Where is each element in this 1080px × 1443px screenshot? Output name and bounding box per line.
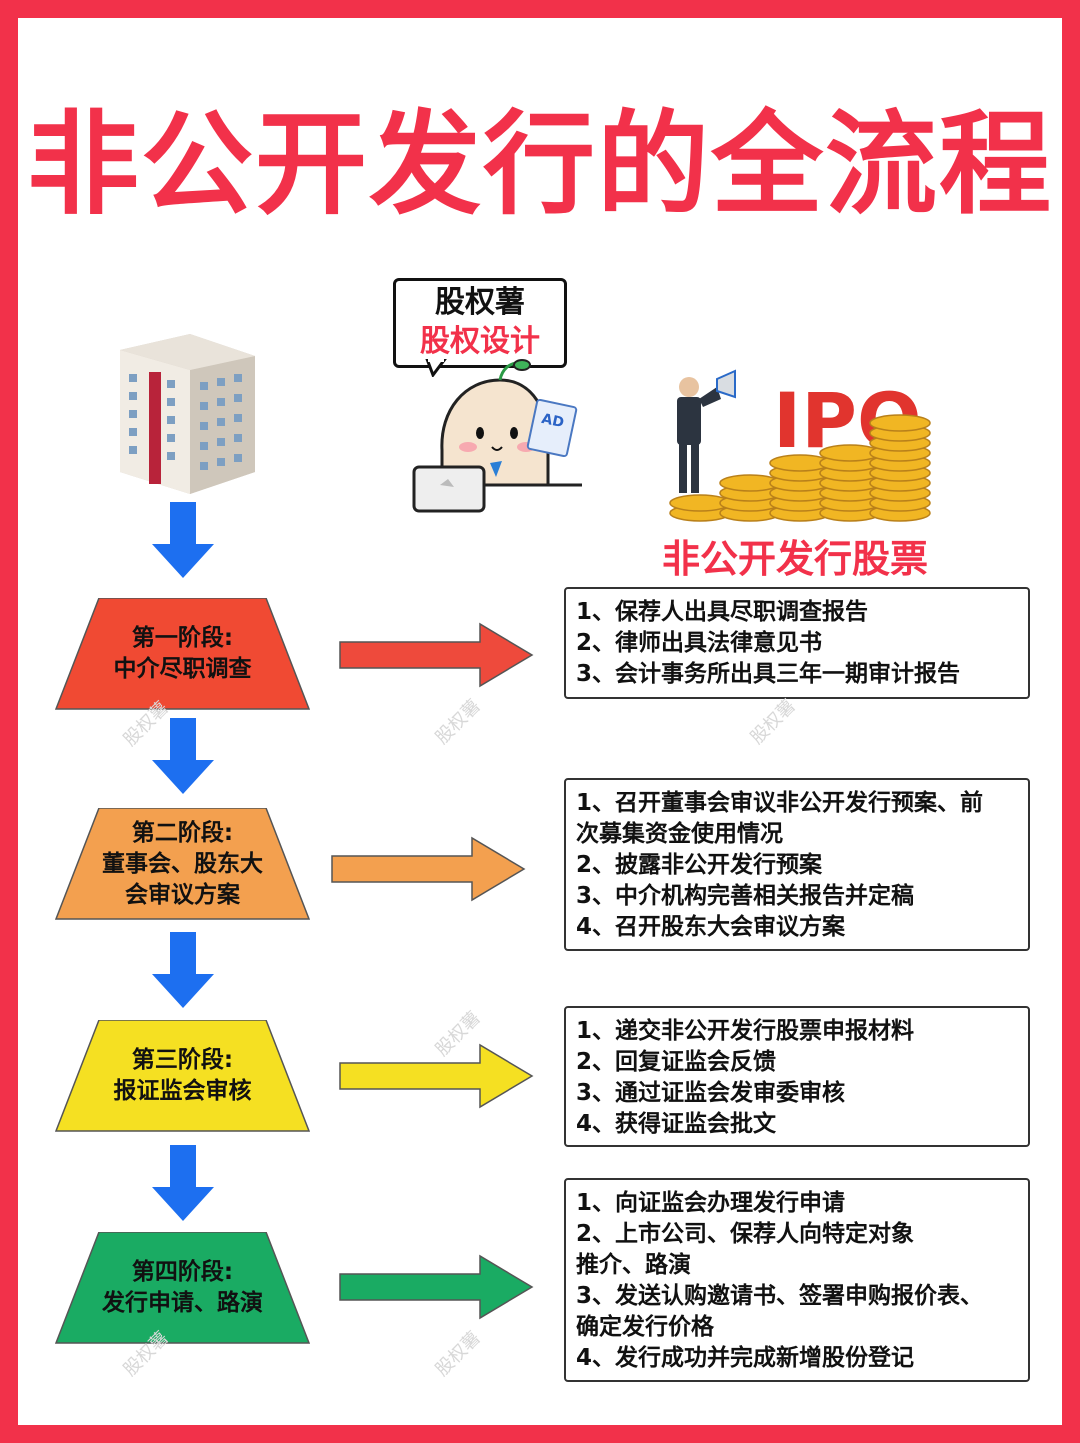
detail-item: 3、发送认购邀请书、签署申购报价表、 — [576, 1283, 984, 1309]
stage-3-label-line: 第三阶段: — [131, 1047, 234, 1073]
stage-4-label-line: 第四阶段: — [131, 1259, 234, 1285]
detail-item: 2、上市公司、保荐人向特定对象 — [576, 1221, 915, 1247]
detail-item: 1、向证监会办理发行申请 — [576, 1190, 846, 1216]
stage-2-trapezoid: 第二阶段: 董事会、股东大 会审议方案 — [55, 808, 310, 920]
detail-item: 确定发行价格 — [576, 1314, 714, 1340]
down-arrow-icon — [152, 1145, 214, 1221]
stage-1-label-line: 第一阶段: — [131, 625, 234, 651]
stage-4-detail-box: 1、向证监会办理发行申请 2、上市公司、保荐人向特定对象 推介、路演 3、发送认… — [564, 1178, 1030, 1382]
stage-4-label-line: 发行申请、路演 — [102, 1290, 263, 1316]
mascot-laptop-illustration: AD — [412, 359, 582, 513]
detail-item: 1、召开董事会审议非公开发行预案、前 — [576, 790, 984, 816]
detail-item: 2、律师出具法律意见书 — [576, 630, 823, 656]
detail-item: 2、回复证监会反馈 — [576, 1049, 777, 1075]
speech-pointer-icon — [425, 359, 447, 377]
stage-3-label-line: 报证监会审核 — [113, 1078, 252, 1104]
stage-1-trapezoid: 第一阶段: 中介尽职调查 — [55, 598, 310, 710]
detail-item: 4、获得证监会批文 — [576, 1111, 777, 1137]
detail-item: 1、递交非公开发行股票申报材料 — [576, 1018, 915, 1044]
office-building-illustration — [120, 334, 255, 494]
ipo-coins-illustration: IPO — [669, 369, 931, 522]
brand-name: 股权薯 — [435, 285, 525, 320]
detail-item: 4、召开股东大会审议方案 — [576, 914, 846, 940]
right-arrow-icon — [339, 1043, 534, 1109]
page-title: 非公开发行的全流程 — [27, 100, 1053, 230]
stage-2-label-line: 会审议方案 — [125, 881, 240, 908]
detail-item: 推介、路演 — [576, 1252, 691, 1278]
ipo-label: 非公开发行股票 — [661, 537, 928, 581]
stage-1-detail-box: 1、保荐人出具尽职调查报告 2、律师出具法律意见书 3、会计事务所出具三年一期审… — [564, 587, 1030, 699]
right-arrow-icon — [339, 622, 534, 688]
detail-item: 3、会计事务所出具三年一期审计报告 — [576, 661, 961, 687]
brand-speech-box: 股权薯 股权设计 — [393, 278, 567, 368]
stage-2-label-line: 董事会、股东大 — [102, 850, 263, 877]
detail-item: 次募集资金使用情况 — [576, 821, 783, 847]
brand-subtitle: 股权设计 — [420, 324, 540, 359]
stage-3-detail-box: 1、递交非公开发行股票申报材料 2、回复证监会反馈 3、通过证监会发审委审核 4… — [564, 1006, 1030, 1147]
right-arrow-icon — [331, 836, 526, 902]
detail-item: 3、通过证监会发审委审核 — [576, 1080, 846, 1106]
stage-2-detail-box: 1、召开董事会审议非公开发行预案、前 次募集资金使用情况 2、披露非公开发行预案… — [564, 778, 1030, 951]
detail-item: 1、保荐人出具尽职调查报告 — [576, 599, 869, 625]
detail-item: 2、披露非公开发行预案 — [576, 852, 823, 878]
ad-badge-text: AD — [540, 411, 565, 431]
stage-2-label-line: 第二阶段: — [131, 819, 234, 846]
right-arrow-icon — [339, 1254, 534, 1320]
down-arrow-icon — [152, 502, 214, 578]
stage-4-trapezoid: 第四阶段: 发行申请、路演 — [55, 1232, 310, 1344]
detail-item: 4、发行成功并完成新增股份登记 — [576, 1345, 915, 1371]
down-arrow-icon — [152, 932, 214, 1008]
stage-1-label-line: 中介尽职调查 — [113, 656, 252, 682]
down-arrow-icon — [152, 718, 214, 794]
detail-item: 3、中介机构完善相关报告并定稿 — [576, 883, 915, 909]
stage-3-trapezoid: 第三阶段: 报证监会审核 — [55, 1020, 310, 1132]
